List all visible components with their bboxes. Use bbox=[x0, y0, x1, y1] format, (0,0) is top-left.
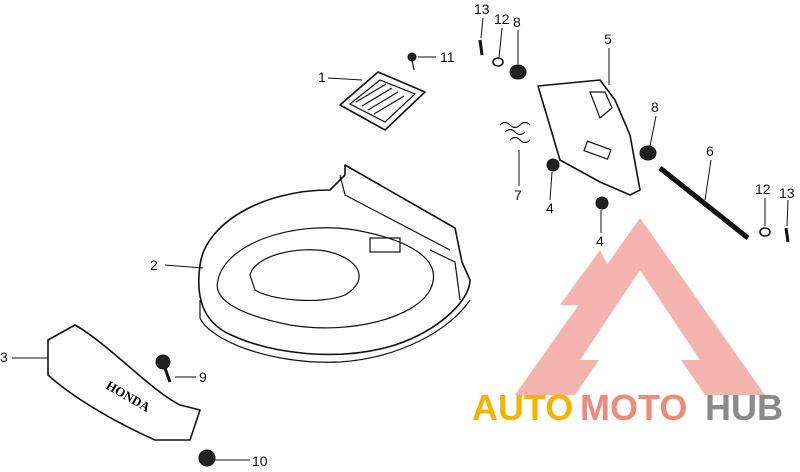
nut-4a bbox=[546, 158, 560, 172]
callout-12a: 12 bbox=[494, 11, 510, 27]
nut-10 bbox=[198, 449, 216, 467]
mower-deck bbox=[197, 164, 471, 363]
callout-7: 7 bbox=[514, 187, 522, 203]
screw-11 bbox=[407, 52, 417, 71]
washer-12b bbox=[759, 227, 771, 237]
watermark-logo bbox=[515, 218, 765, 395]
shaft bbox=[658, 166, 750, 240]
bracket bbox=[537, 79, 641, 196]
callout-11: 11 bbox=[440, 49, 455, 65]
washer-12a bbox=[492, 57, 504, 67]
bushing-8a bbox=[509, 64, 527, 80]
bolt-9 bbox=[155, 354, 172, 383]
watermark-auto: AUTO bbox=[472, 387, 573, 428]
watermark-hub: HUB bbox=[705, 387, 783, 428]
callout-2: 2 bbox=[150, 257, 158, 273]
callout-5: 5 bbox=[604, 31, 612, 47]
watermark-wordmark: AUTO MOTO HUB bbox=[472, 387, 783, 428]
leader-lines bbox=[12, 17, 789, 461]
callout-1: 1 bbox=[318, 69, 326, 85]
grille-plate bbox=[339, 71, 426, 131]
bushing-8b bbox=[639, 145, 657, 161]
callout-3: 3 bbox=[0, 349, 8, 365]
callout-8b: 8 bbox=[651, 99, 659, 115]
callout-9: 9 bbox=[199, 369, 207, 385]
callout-8a: 8 bbox=[513, 14, 521, 30]
nut-4b bbox=[595, 196, 609, 210]
callout-10: 10 bbox=[252, 453, 268, 469]
pin-13a bbox=[478, 39, 484, 56]
callout-4b: 4 bbox=[596, 233, 604, 249]
spring bbox=[499, 121, 531, 144]
callout-13b: 13 bbox=[779, 185, 795, 201]
callout-12b: 12 bbox=[755, 181, 771, 197]
watermark-moto: MOTO bbox=[580, 387, 687, 428]
callout-6: 6 bbox=[706, 143, 714, 159]
front-guard: HONDA bbox=[47, 324, 201, 441]
callout-4a: 4 bbox=[546, 200, 554, 216]
pin-13b bbox=[784, 227, 790, 243]
callout-13a: 13 bbox=[474, 1, 490, 17]
